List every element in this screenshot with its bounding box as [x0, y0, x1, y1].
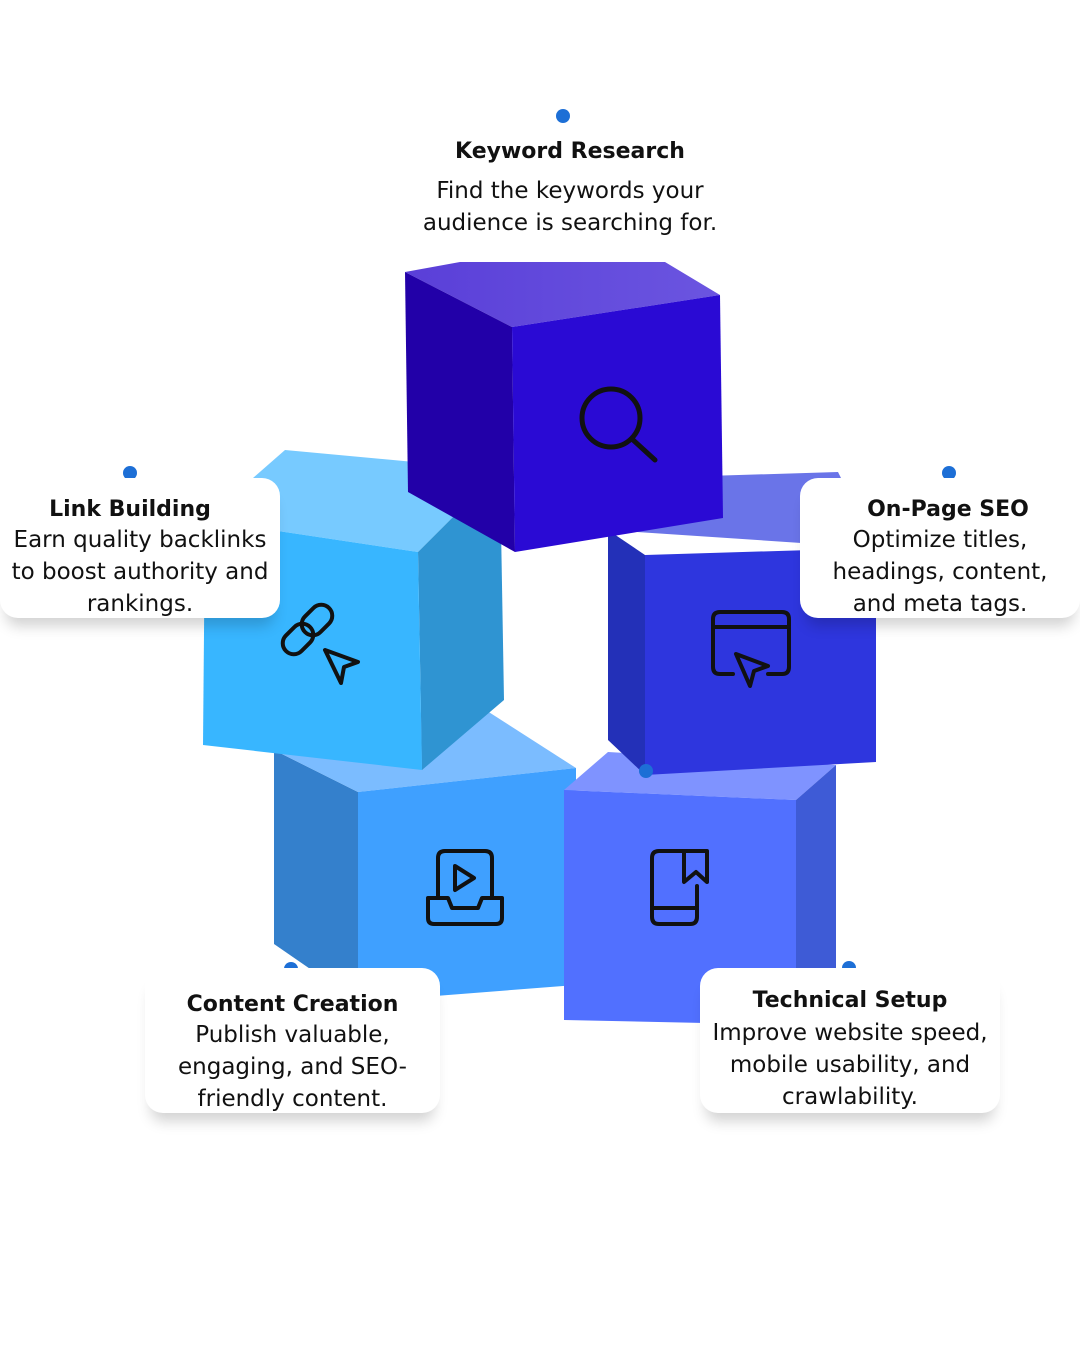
on-page-seo-desc-line: Optimize titles, — [852, 527, 1028, 553]
link-building-desc-line: to boost authority and — [11, 559, 269, 585]
keyword-research-cube — [405, 262, 723, 552]
browser-cursor-icon — [711, 610, 791, 688]
keyword-research-desc-line: Find the keywords your — [436, 178, 704, 204]
on-page-seo-desc-line: headings, content, — [832, 559, 1048, 585]
technical-setup-desc-line: mobile usability, and — [729, 1052, 971, 1078]
content-creation-desc-line: friendly content. — [197, 1086, 388, 1112]
keyword-research-title: Keyword Research — [455, 139, 685, 164]
content-creation-title: Content Creation — [186, 992, 399, 1017]
keyword-research-marker — [556, 109, 570, 123]
on-page-seo-title: On-Page SEO — [867, 497, 1029, 522]
link-building-title: Link Building — [49, 497, 211, 522]
link-cursor-icon — [280, 602, 360, 685]
video-inbox-icon — [426, 849, 504, 926]
connector-marker — [639, 764, 653, 778]
link-building-desc-line: rankings. — [86, 591, 194, 617]
technical-setup-desc-line: Improve website speed, — [712, 1020, 988, 1046]
on-page-seo-card: On-Page SEO Optimize titles, headings, c… — [800, 478, 1080, 618]
content-creation-desc-line: Publish valuable, — [195, 1022, 390, 1048]
technical-setup-card: Technical Setup Improve website speed, m… — [700, 968, 1000, 1113]
link-building-marker — [123, 466, 137, 480]
link-building-desc-line: Earn quality backlinks — [13, 527, 267, 553]
on-page-seo-desc-line: and meta tags. — [852, 591, 1028, 617]
mobile-bookmark-icon — [650, 849, 709, 926]
keyword-research-desc-line: audience is searching for. — [422, 210, 718, 236]
link-building-card: Link Building Earn quality backlinks to … — [0, 478, 280, 618]
search-icon — [579, 386, 658, 463]
content-creation-cube — [274, 700, 576, 1002]
keyword-research-card: Keyword Research Find the keywords your … — [420, 130, 720, 260]
on-page-seo-marker — [942, 466, 956, 480]
technical-setup-desc-line: crawlability. — [782, 1084, 918, 1110]
content-creation-card: Content Creation Publish valuable, engag… — [145, 968, 440, 1113]
content-creation-desc-line: engaging, and SEO- — [178, 1054, 407, 1080]
technical-setup-title: Technical Setup — [752, 988, 948, 1013]
